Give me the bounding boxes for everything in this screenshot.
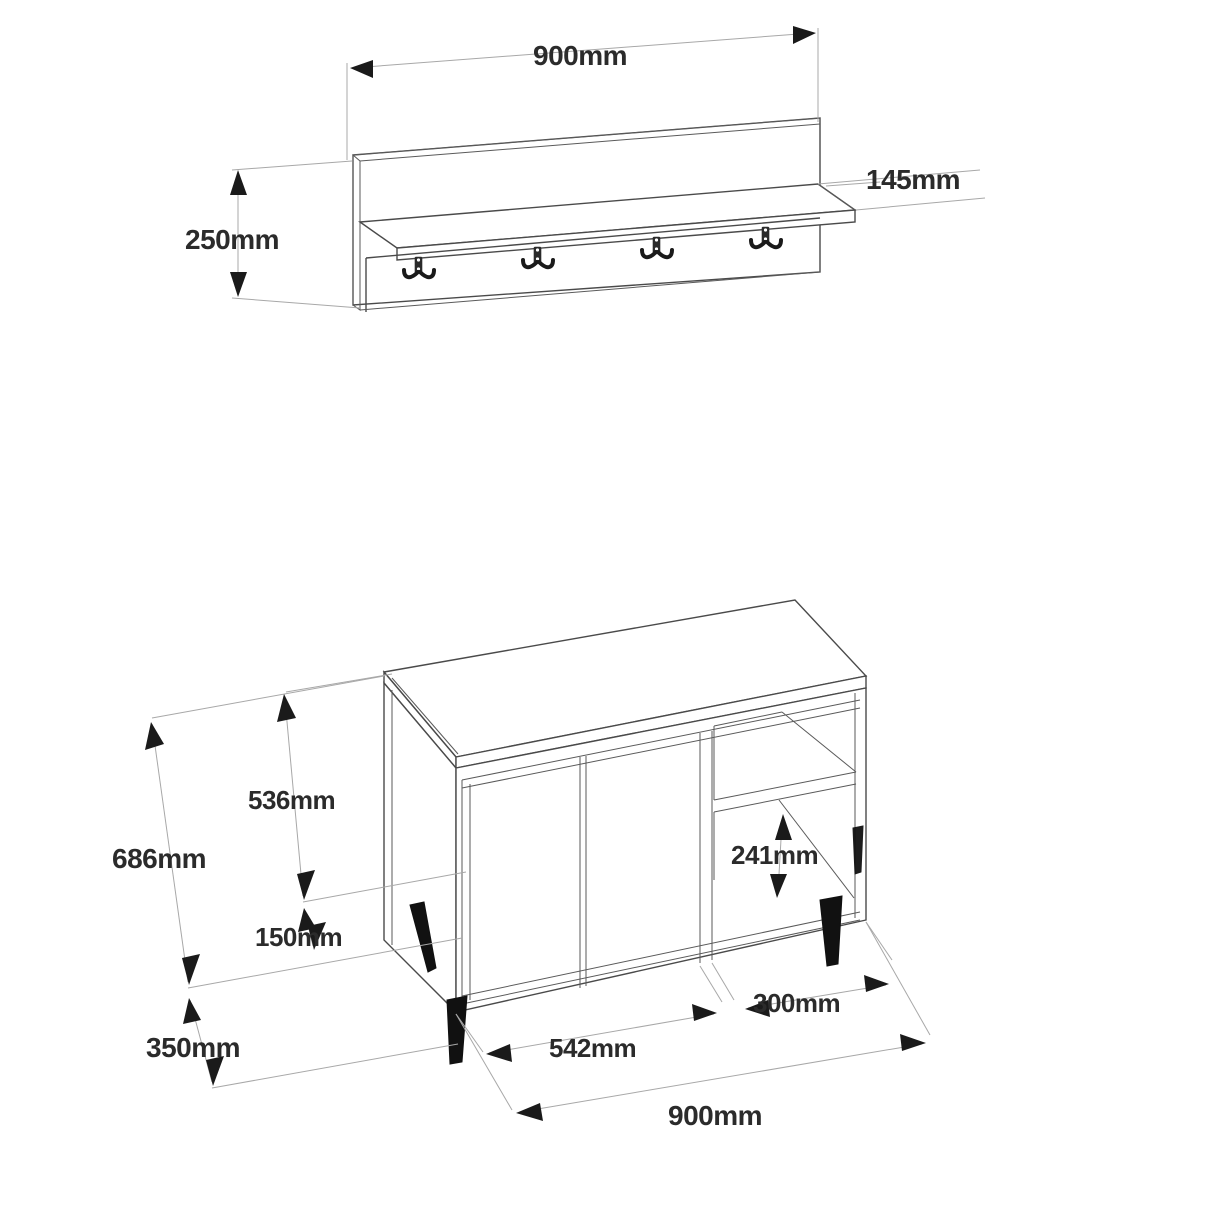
cabinet-leg-front-right — [819, 895, 843, 967]
dimension-label-cabinet-width: 900mm — [668, 1100, 763, 1131]
dimension-label-shelf-height: 250mm — [185, 224, 280, 255]
dimension-label-cabinet-body-height: 536mm — [248, 785, 336, 815]
coat-hook-1 — [402, 256, 436, 280]
cabinet-leg-back-left — [409, 901, 437, 973]
cabinet-drawing — [145, 599, 931, 1121]
wall-shelf-drawing — [230, 26, 986, 312]
cabinet-leg-back-right — [852, 825, 864, 875]
dimension-label-cabinet-leg-height: 150mm — [255, 922, 343, 952]
dimension-label-shelf-depth: 145mm — [866, 164, 961, 195]
coat-hook-3 — [640, 236, 674, 260]
dimension-label-open-shelf-height: 241mm — [731, 840, 819, 870]
dimension-label-shelf-width: 900mm — [533, 40, 628, 71]
dimension-label-cabinet-total-height: 686mm — [112, 843, 207, 874]
cabinet-leg-front-left — [446, 995, 468, 1065]
dimension-label-cabinet-depth: 350mm — [146, 1032, 241, 1063]
coat-hook-2 — [521, 246, 555, 270]
dimension-label-door-section-width: 542mm — [549, 1033, 637, 1063]
coat-hook-4 — [749, 226, 783, 250]
dimension-label-shelf-section-width: 300mm — [753, 988, 841, 1018]
